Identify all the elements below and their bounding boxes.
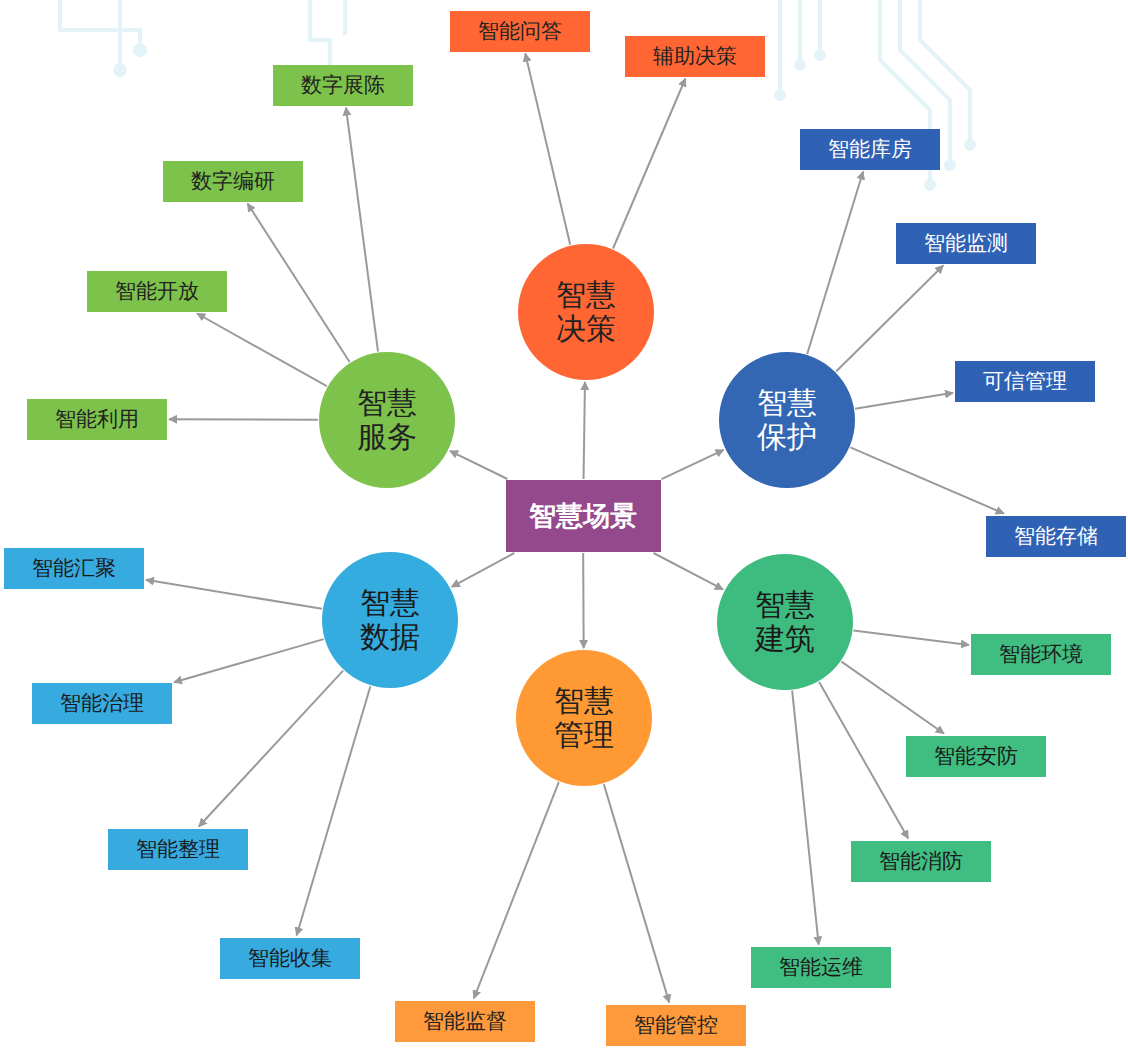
- arrow-connector: [819, 682, 908, 839]
- item-box: 可信管理: [955, 361, 1095, 402]
- arrow-connector: [662, 450, 724, 479]
- arrow-connector: [853, 631, 969, 645]
- item-box: 智能库房: [800, 129, 940, 170]
- arrow-connector: [452, 553, 515, 587]
- node-label: 智能环境: [999, 641, 1083, 666]
- item-box: 数字展陈: [273, 65, 413, 106]
- node-label: 智慧 服务: [356, 386, 419, 455]
- arrow-connector: [855, 393, 953, 409]
- node-label: 智能利用: [55, 406, 139, 431]
- arrow-connector: [584, 382, 585, 479]
- item-box: 智能利用: [27, 399, 167, 440]
- arrow-connector: [613, 79, 685, 249]
- arrow-connector: [654, 553, 724, 589]
- item-box: 智能存储: [986, 516, 1126, 557]
- item-box: 辅助决策: [625, 36, 765, 77]
- node-label: 智能问答: [478, 18, 562, 43]
- node-label: 智能存储: [1014, 523, 1098, 548]
- item-box: 智能整理: [108, 829, 248, 870]
- item-box: 数字编研: [163, 161, 303, 202]
- node-label: 智能监督: [423, 1008, 507, 1033]
- arrow-connector: [525, 54, 570, 245]
- central-box: 智慧场景: [506, 480, 661, 552]
- category-circle: 智慧 决策: [518, 244, 654, 380]
- node-label: 智能运维: [779, 954, 863, 979]
- node-label: 智能管控: [634, 1012, 718, 1037]
- node-label: 智能汇聚: [32, 555, 116, 580]
- item-box: 智能环境: [971, 634, 1111, 675]
- arrow-connector: [297, 686, 371, 935]
- item-box: 智能问答: [450, 11, 590, 52]
- item-box: 智能管控: [606, 1005, 746, 1046]
- node-label: 智能监测: [924, 230, 1008, 255]
- node-label: 智能治理: [60, 690, 144, 715]
- node-label: 智能消防: [879, 848, 963, 873]
- arrow-connector: [197, 314, 327, 387]
- node-label: 辅助决策: [653, 43, 737, 68]
- arrow-connector: [841, 662, 943, 734]
- item-box: 智能消防: [851, 841, 991, 882]
- node-label: 智能开放: [115, 278, 199, 303]
- arrow-connector: [604, 784, 669, 1002]
- node-label: 智能库房: [828, 136, 912, 161]
- arrow-connector: [582, 553, 584, 648]
- arrow-connector: [474, 782, 559, 998]
- category-circle: 智慧 服务: [319, 352, 455, 488]
- category-circle: 智慧 数据: [322, 552, 458, 688]
- node-label: 智能安防: [934, 743, 1018, 768]
- node-label: 数字编研: [191, 168, 275, 193]
- node-label: 智能收集: [248, 945, 332, 970]
- item-box: 智能开放: [87, 271, 227, 312]
- category-circle: 智慧 建筑: [717, 554, 853, 690]
- node-label: 数字展陈: [301, 72, 385, 97]
- arrow-connector: [247, 204, 349, 362]
- item-box: 智能汇聚: [4, 548, 144, 589]
- arrow-connector: [836, 266, 943, 372]
- node-label: 可信管理: [983, 368, 1067, 393]
- item-box: 智能监测: [896, 223, 1036, 264]
- node-label: 智慧 决策: [555, 278, 618, 347]
- node-label: 智慧 数据: [359, 586, 422, 655]
- item-box: 智能治理: [32, 683, 172, 724]
- item-box: 智能运维: [751, 947, 891, 988]
- arrow-connector: [346, 108, 378, 352]
- node-label: 智慧场景: [529, 498, 637, 534]
- item-box: 智能安防: [906, 736, 1046, 777]
- arrow-connector: [450, 451, 508, 479]
- arrow-connector: [199, 671, 343, 827]
- category-circle: 智慧 保护: [719, 352, 855, 488]
- arrow-connector: [146, 580, 322, 609]
- arrow-connector: [850, 447, 1003, 513]
- arrow-connector: [174, 639, 324, 682]
- arrow-connector: [807, 172, 863, 355]
- node-label: 智慧 管理: [553, 684, 616, 753]
- item-box: 智能收集: [220, 938, 360, 979]
- category-circle: 智慧 管理: [516, 650, 652, 786]
- node-label: 智能整理: [136, 836, 220, 861]
- arrow-connector: [169, 418, 318, 421]
- item-box: 智能监督: [395, 1001, 535, 1042]
- arrow-connector: [792, 691, 818, 945]
- node-label: 智慧 保护: [756, 386, 819, 455]
- node-label: 智慧 建筑: [754, 588, 817, 657]
